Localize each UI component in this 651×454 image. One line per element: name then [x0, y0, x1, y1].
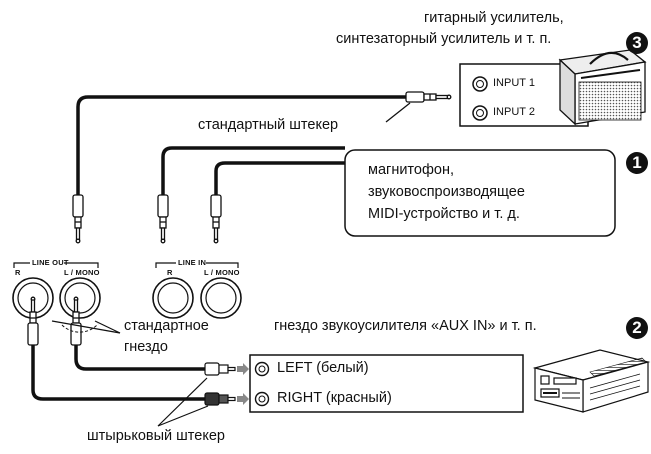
standard-plug-line-in-r [157, 194, 169, 244]
recorder-label-line2: звуковоспроизводящее [368, 184, 525, 200]
line-in-l-label: L / MONO [204, 268, 240, 277]
line-out-l-label: L / MONO [64, 268, 100, 277]
line-out-r-label: R [15, 268, 21, 277]
standard-jack-label-line2: гнездо [124, 339, 168, 355]
recorder-label-line3: MIDI-устройство и т. д. [368, 206, 520, 222]
guitar-amp-label-line2: синтезаторный усилитель и т. п. [336, 31, 552, 47]
amp-input1-label: INPUT 1 [493, 77, 535, 89]
badge-2: 2 [626, 317, 648, 339]
aux-panel [249, 354, 524, 413]
aux-in-label: гнездо звукоусилителя «AUX IN» и т. п. [274, 318, 537, 334]
standard-plug-label: стандартный штекер [198, 117, 339, 133]
recorder-label-line1: магнитофон, [368, 162, 455, 178]
recorder-box [344, 149, 616, 237]
badge-1: 1 [626, 152, 648, 174]
line-in-r-jack [152, 277, 194, 319]
amp-input2-jack [472, 105, 488, 121]
line-in-label: LINE IN [178, 258, 207, 267]
guitar-amplifier [558, 49, 647, 126]
cable-line-out-r-to-aux [31, 345, 205, 401]
cable-line-out-to-amp [76, 95, 408, 195]
line-out-label: LINE OUT [32, 258, 69, 267]
standard-plug-line-out-r-down [27, 296, 39, 346]
line-in-r-label: R [167, 268, 173, 277]
standard-jack-label-line1: стандартное [124, 318, 209, 334]
standard-plug-line-in-l [210, 194, 222, 244]
aux-left-label: LEFT (белый) [277, 360, 369, 376]
standard-plug-line-out [72, 194, 84, 244]
line-out-l-jack [59, 277, 101, 319]
line-in-l-jack [200, 277, 242, 319]
pin-plug-red [204, 392, 236, 406]
pin-plug-white [204, 362, 236, 376]
arrow-right-icon [237, 393, 249, 405]
badge-3: 3 [626, 32, 648, 54]
guitar-amp-label-line1: гитарный усилитель, [424, 10, 564, 26]
amp-input2-label: INPUT 2 [493, 106, 535, 118]
cable-line-out-l-to-aux [74, 345, 205, 371]
pin-plug-label: штырьковый штекер [87, 428, 225, 444]
cable-recorder-line-in-l [214, 161, 345, 195]
aux-right-jack [254, 391, 270, 407]
amp-input1-jack [472, 76, 488, 92]
aux-left-jack [254, 361, 270, 377]
standard-plug-line-out-l-down [70, 296, 82, 346]
aux-right-label: RIGHT (красный) [277, 390, 392, 406]
stereo-receiver [532, 349, 651, 413]
cable-recorder-line-in-r [161, 146, 345, 195]
arrow-left-icon [237, 363, 249, 375]
standard-plug-amp [405, 91, 452, 103]
